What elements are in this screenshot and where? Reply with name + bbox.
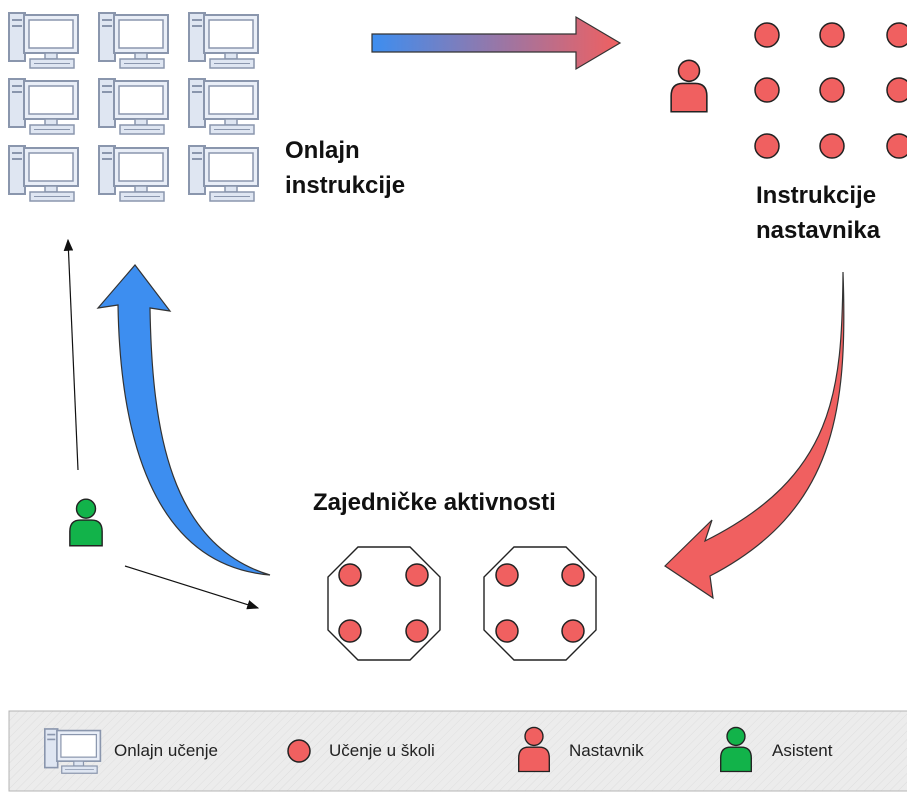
group-table-2 <box>483 546 597 661</box>
group-table-1 <box>327 546 441 661</box>
red-curved-arrow <box>664 271 845 600</box>
online-label-line2: instrukcije <box>285 172 405 199</box>
legend-label-teacher: Nastavnik <box>569 741 644 760</box>
teacher-label-line2: nastavnika <box>756 217 881 244</box>
teacher-person-icon <box>670 59 708 113</box>
computer-icon <box>8 12 79 69</box>
student-dot <box>495 619 519 643</box>
student-dot <box>338 563 362 587</box>
student-dot <box>561 619 585 643</box>
computer-icon <box>188 12 259 69</box>
computer-grid <box>8 12 259 202</box>
student-dot <box>754 77 780 103</box>
blue-curved-arrow <box>96 264 271 576</box>
student-dot <box>886 77 907 103</box>
online-label-line1: Onlajn <box>285 137 360 164</box>
student-dot <box>561 563 585 587</box>
legend: Onlajn učenje Učenje u školi Nastavnik A… <box>8 710 907 792</box>
legend-label-school: Učenje u školi <box>329 741 435 760</box>
student-dot <box>819 133 845 159</box>
student-dot <box>886 133 907 159</box>
student-dot <box>754 22 780 48</box>
assistant-to-groups-arrow <box>124 565 260 610</box>
legend-box <box>8 710 907 792</box>
legend-computer-icon <box>44 728 102 775</box>
assistant-person-icon <box>69 498 103 547</box>
computer-icon <box>98 145 169 202</box>
computer-icon <box>188 145 259 202</box>
top-arrow <box>371 15 622 71</box>
student-dot <box>405 619 429 643</box>
student-dot <box>495 563 519 587</box>
student-dots-grid <box>754 22 907 159</box>
computer-icon <box>8 78 79 135</box>
computer-icon <box>188 78 259 135</box>
legend-label-assistant: Asistent <box>772 741 833 760</box>
computer-icon <box>8 145 79 202</box>
legend-student-dot-icon <box>287 739 311 763</box>
student-dot <box>338 619 362 643</box>
computer-icon <box>98 12 169 69</box>
student-dot <box>405 563 429 587</box>
joint-activities-label: Zajedničke aktivnosti <box>313 489 556 516</box>
legend-label-online: Onlajn učenje <box>114 741 218 760</box>
computer-icon <box>98 78 169 135</box>
student-dot <box>754 133 780 159</box>
student-dot <box>819 22 845 48</box>
student-dot <box>819 77 845 103</box>
teacher-label-line1: Instrukcije <box>756 182 876 209</box>
assistant-to-online-arrow <box>63 238 79 471</box>
student-dot <box>886 22 907 48</box>
